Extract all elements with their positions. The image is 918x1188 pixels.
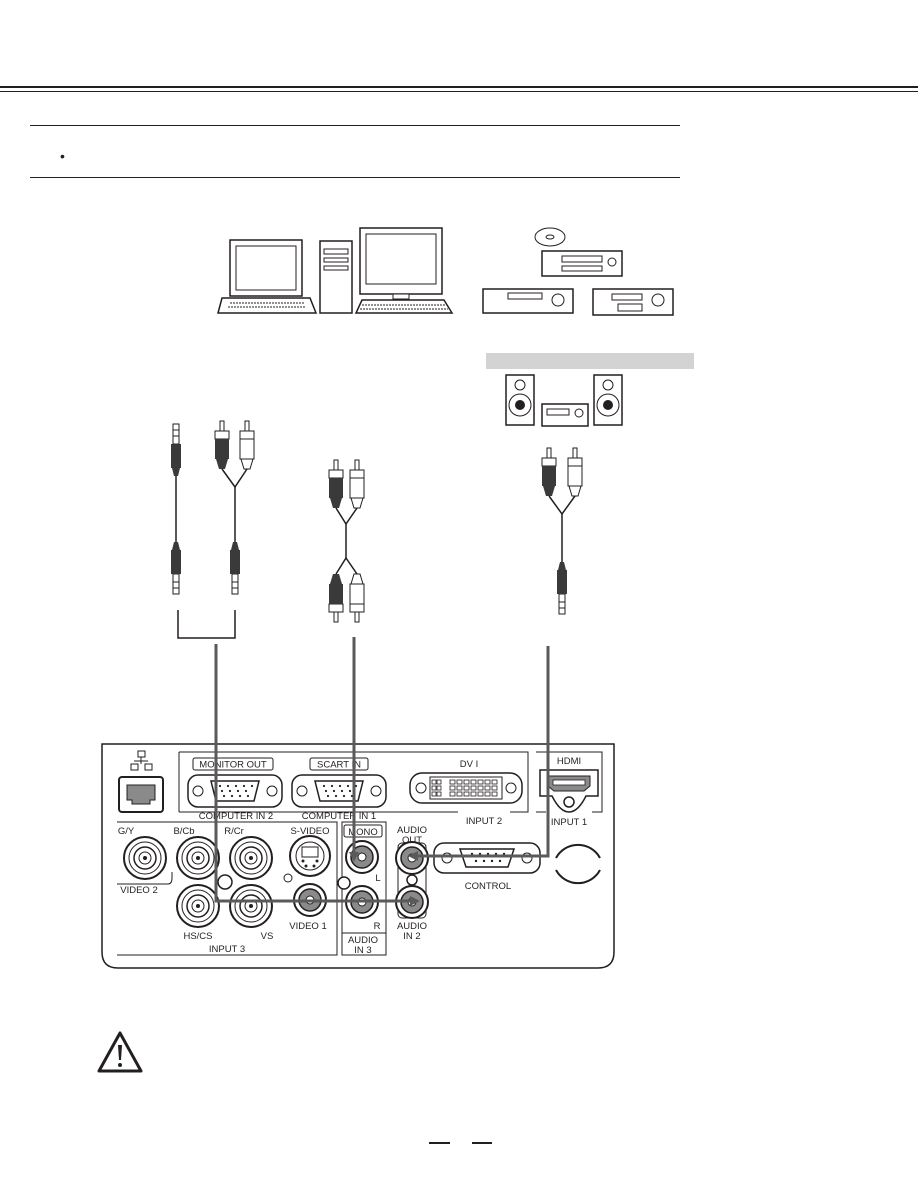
label-dvi: DV I xyxy=(460,759,478,770)
computer-in-2-port xyxy=(187,774,283,808)
label-r-cr: R/Cr xyxy=(224,826,244,837)
desktop-pc-icon xyxy=(319,227,454,314)
bnc-hs-cs xyxy=(176,884,220,928)
bnc-vs xyxy=(229,884,273,928)
label-l: L xyxy=(375,873,380,884)
bnc-r-cr xyxy=(229,836,273,880)
security-slot xyxy=(555,843,601,885)
note-bullet: • xyxy=(60,148,65,164)
label-input-3: INPUT 3 xyxy=(209,944,245,955)
label-mono: MONO xyxy=(348,827,378,838)
hdmi-port xyxy=(539,769,599,813)
dvi-port xyxy=(409,772,523,804)
audio-equipment-bar xyxy=(486,353,694,369)
cable-paths xyxy=(214,637,550,903)
label-vs: VS xyxy=(261,931,274,942)
audio-cable-rca-to-rca xyxy=(328,459,365,623)
label-input-1: INPUT 1 xyxy=(551,817,587,828)
lan-port xyxy=(118,776,164,813)
cd-icon xyxy=(534,227,566,247)
laptop-icon xyxy=(217,239,318,314)
label-g-y: G/Y xyxy=(118,826,135,837)
label-r: R xyxy=(374,921,381,932)
audio-cable-mini-to-mini xyxy=(170,423,182,595)
label-video-2: VIDEO 2 xyxy=(120,885,158,896)
label-s-video: S-VIDEO xyxy=(290,826,329,837)
header-rule xyxy=(0,86,918,88)
label-computer-in-2: COMPUTER IN 2 xyxy=(199,811,273,822)
computer-in-1-port xyxy=(291,774,387,808)
header-rule-thin xyxy=(0,91,918,92)
label-control: CONTROL xyxy=(465,881,511,892)
warning-icon xyxy=(97,1031,143,1073)
note-rule-top xyxy=(30,125,680,126)
label-b-cb: B/Cb xyxy=(173,826,194,837)
control-port xyxy=(433,842,541,874)
label-hdmi: HDMI xyxy=(557,756,581,767)
label-monitor-out: MONITOR OUT xyxy=(199,760,267,771)
audio-in-3-l-jack xyxy=(345,840,379,874)
label-video-1: VIDEO 1 xyxy=(289,921,327,932)
label-computer-in-1: COMPUTER IN 1 xyxy=(302,811,376,822)
bnc-b-cb xyxy=(176,836,220,880)
vcr-icon xyxy=(482,250,674,316)
audio-cable-rca-to-mini-out xyxy=(541,447,583,615)
note-rule-bottom xyxy=(30,177,680,178)
lan-icon xyxy=(130,750,153,771)
label-scart-in: SCART IN xyxy=(317,760,361,771)
label-hs-cs: HS/CS xyxy=(183,931,212,942)
bnc-g-y xyxy=(123,836,167,880)
audio-cable-rca-to-mini xyxy=(214,420,255,595)
s-video-port xyxy=(289,835,331,877)
stereo-system-icon xyxy=(505,374,623,427)
label-input-2: INPUT 2 xyxy=(466,816,502,827)
